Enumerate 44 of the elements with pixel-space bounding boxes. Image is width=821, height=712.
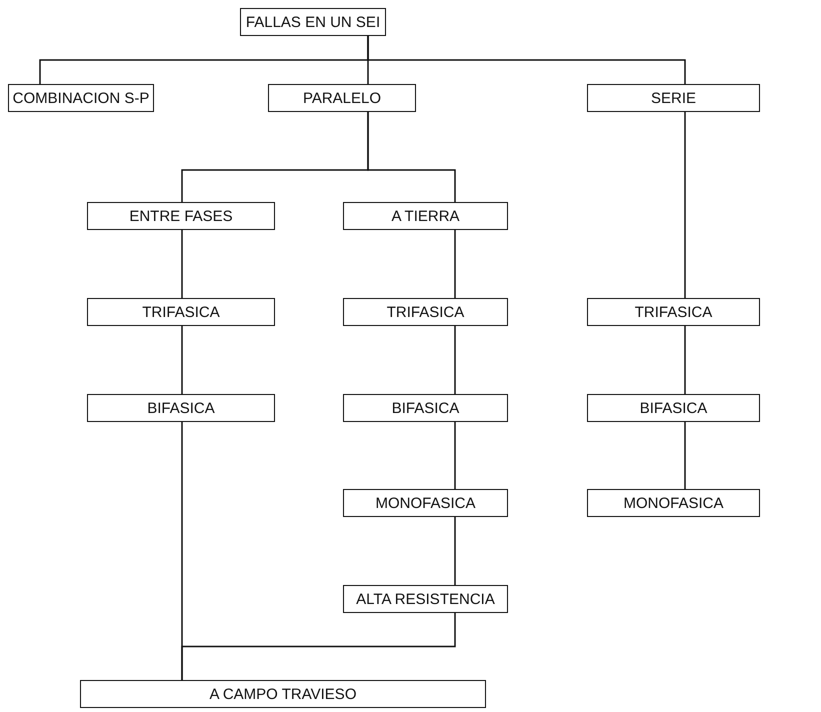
box-label: COMBINACION S-P: [12, 90, 150, 106]
box-label: PARALELO: [302, 90, 382, 106]
box-label: ENTRE FASES: [129, 208, 233, 224]
box-label: MONOFASICA: [623, 494, 724, 512]
category-box: [80, 680, 486, 708]
connector-line: [684, 422, 686, 489]
connector-line: [367, 112, 456, 202]
box-label: TRIFASICA: [142, 304, 220, 320]
category-box: [587, 489, 760, 517]
box-label: A CAMPO TRAVIESO: [210, 686, 356, 702]
category-box: [343, 202, 508, 230]
connector-line: [454, 326, 456, 394]
connector-line: [181, 326, 183, 394]
box-label: FALLAS EN UN SEI: [246, 14, 380, 30]
connector-line: [181, 230, 183, 298]
category-box: [587, 84, 760, 112]
box-label: BIFASICA: [147, 400, 215, 416]
category-box: [587, 298, 760, 326]
connector-line: [454, 517, 456, 585]
connector-line: [454, 422, 456, 489]
category-box: [343, 585, 508, 613]
category-box: [8, 84, 154, 112]
category-box: [240, 8, 386, 36]
connector-line: [454, 230, 456, 298]
connector-line: [684, 112, 686, 298]
box-label: MONOFASICA: [375, 494, 476, 512]
box-label: SERIE: [650, 90, 696, 106]
category-box: [587, 394, 760, 422]
connector-line: [367, 36, 686, 84]
category-box: [87, 202, 275, 230]
category-box: [343, 394, 508, 422]
connector-line: [181, 613, 456, 680]
category-box: [87, 394, 275, 422]
box-label: A TIERRA: [391, 208, 460, 224]
category-box: [87, 298, 275, 326]
category-box: [343, 298, 508, 326]
box-label: ALTA RESISTENCIA: [356, 590, 495, 608]
connector-line: [684, 326, 686, 394]
box-label: BIFASICA: [640, 400, 708, 416]
box-label: TRIFASICA: [634, 304, 712, 320]
category-box: [343, 489, 508, 517]
category-box: [268, 84, 416, 112]
box-label: BIFASICA: [392, 400, 460, 416]
box-label: TRIFASICA: [386, 304, 464, 320]
